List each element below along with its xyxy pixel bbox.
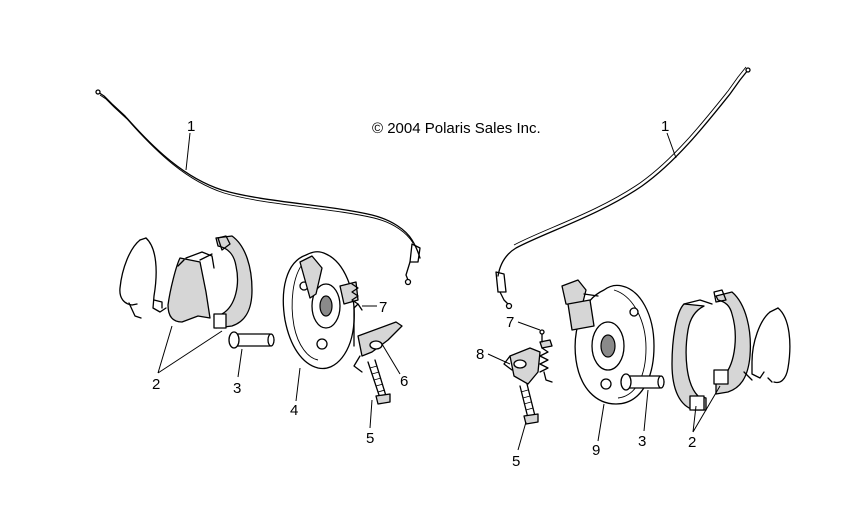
callout-right-cable: 1: [661, 118, 669, 135]
callout-right-pin: 3: [638, 433, 646, 450]
callout-right-bolt: 5: [512, 453, 520, 470]
left-brake-cable: [95, 89, 421, 286]
copyright-text: © 2004 Polaris Sales Inc.: [372, 120, 541, 137]
callout-left-pin: 3: [233, 380, 241, 397]
callout-left-cable: 1: [187, 118, 195, 135]
right-spring-7: [539, 329, 553, 383]
right-anchor-pin: [620, 373, 665, 391]
left-brake-lever: [353, 321, 403, 373]
right-adjuster-bolt: [519, 383, 539, 425]
left-spring-7: [351, 283, 363, 347]
right-leaders: [487, 132, 721, 451]
callout-left-bolt: 5: [366, 430, 374, 447]
callout-left-spring: 7: [379, 299, 387, 316]
right-brake-lever: [503, 347, 541, 385]
left-return-springs: [119, 237, 167, 319]
callout-right-shoes: 2: [688, 434, 696, 451]
left-anchor-pin: [228, 331, 275, 349]
left-backing-plate: [282, 251, 359, 370]
left-brake-shoes: [167, 235, 253, 329]
callout-right-spring: 7: [506, 314, 514, 331]
callout-left-plate: 4: [290, 402, 298, 419]
right-brake-cable: [495, 66, 751, 310]
left-leaders: [157, 132, 401, 429]
callout-left-shoes: 2: [152, 376, 160, 393]
callout-left-lever: 6: [400, 373, 408, 390]
right-return-springs: [743, 307, 791, 384]
right-brake-shoes: [671, 289, 752, 411]
callout-right-lever: 8: [476, 346, 484, 363]
left-adjuster-bolt: [367, 359, 391, 405]
callout-right-plate: 9: [592, 442, 600, 459]
right-backing-plate: [561, 279, 655, 405]
